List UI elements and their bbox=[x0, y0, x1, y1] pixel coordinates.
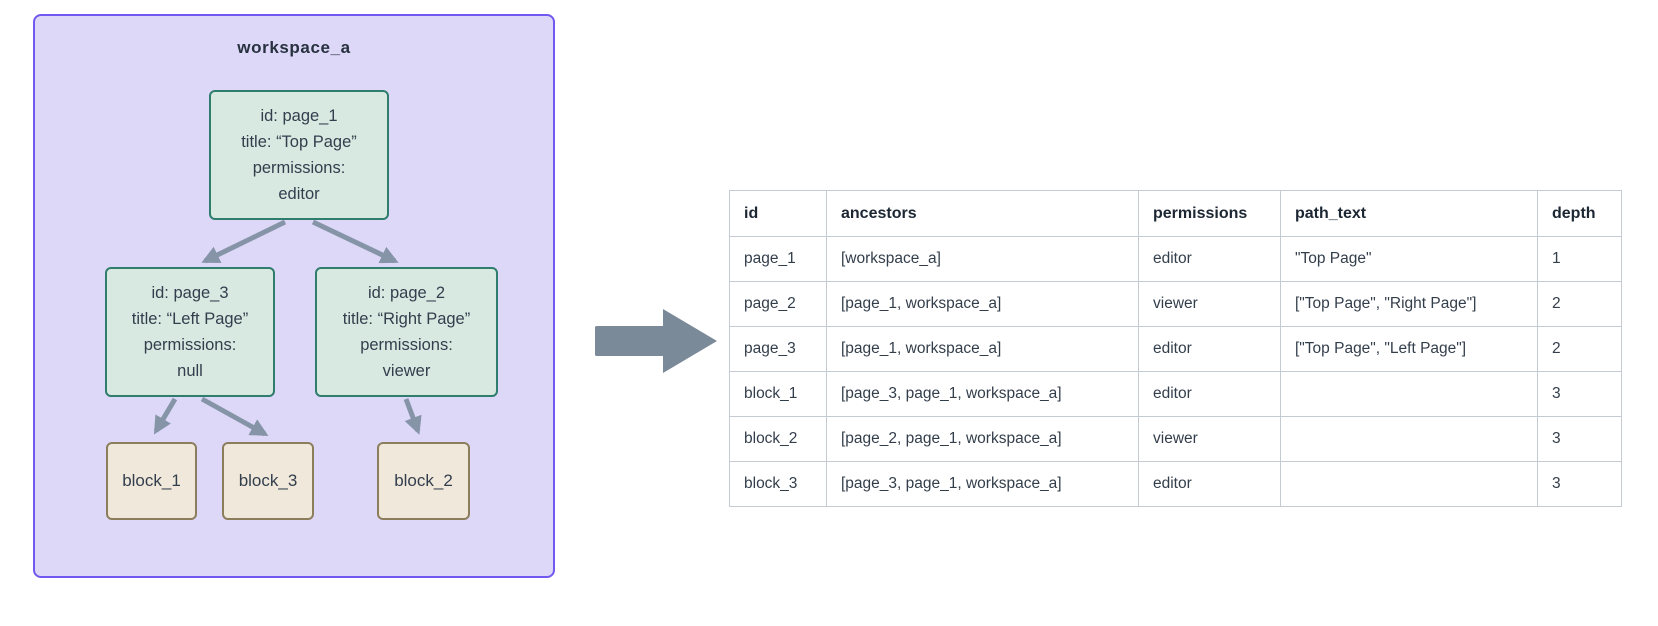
cell-ancestors: [page_2, page_1, workspace_a] bbox=[826, 416, 1139, 462]
column-header-depth: depth bbox=[1537, 190, 1622, 237]
cell-permissions: viewer bbox=[1138, 416, 1281, 462]
cell-depth: 3 bbox=[1537, 461, 1622, 507]
cell-path-text: "Top Page" bbox=[1280, 236, 1538, 282]
node-page-2-permissions-key: permissions: bbox=[360, 336, 453, 354]
column-header-id: id bbox=[729, 190, 827, 237]
node-page-1-id: id: page_1 bbox=[260, 107, 338, 125]
node-block-1-label: block_1 bbox=[122, 471, 181, 490]
edge-page3-block3-arrow-icon bbox=[200, 396, 269, 437]
edge-page2-block2-arrow-icon bbox=[403, 398, 422, 435]
cell-id: page_2 bbox=[729, 281, 827, 327]
cell-id: block_1 bbox=[729, 371, 827, 417]
result-table: id ancestors permissions path_text depth… bbox=[729, 190, 1622, 507]
cell-path-text: ["Top Page", "Left Page"] bbox=[1280, 326, 1538, 372]
workspace-label: workspace_a bbox=[237, 38, 351, 57]
cell-depth: 2 bbox=[1537, 326, 1622, 372]
node-page-3: id: page_3 title: “Left Page” permission… bbox=[105, 267, 275, 397]
cell-permissions: viewer bbox=[1138, 281, 1281, 327]
cell-permissions: editor bbox=[1138, 371, 1281, 417]
cell-path-text: ["Top Page", "Right Page"] bbox=[1280, 281, 1538, 327]
node-page-1-title: title: “Top Page” bbox=[241, 133, 357, 151]
cell-id: block_2 bbox=[729, 416, 827, 462]
cell-ancestors: [page_3, page_1, workspace_a] bbox=[826, 461, 1139, 507]
table-row: block_1 [page_3, page_1, workspace_a] ed… bbox=[729, 371, 1622, 417]
node-block-1: block_1 bbox=[106, 442, 197, 520]
cell-id: page_3 bbox=[729, 326, 827, 372]
table-row: block_3 [page_3, page_1, workspace_a] ed… bbox=[729, 461, 1622, 507]
cell-ancestors: [page_1, workspace_a] bbox=[826, 326, 1139, 372]
node-page-3-permissions-key: permissions: bbox=[143, 336, 237, 354]
table-row: page_1 [workspace_a] editor "Top Page" 1 bbox=[729, 236, 1622, 282]
node-page-2: id: page_2 title: “Right Page” permissio… bbox=[315, 267, 498, 397]
node-block-2: block_2 bbox=[377, 442, 470, 520]
node-block-3-label: block_3 bbox=[238, 471, 298, 490]
node-page-3-id: id: page_3 bbox=[151, 284, 229, 302]
cell-permissions: editor bbox=[1138, 236, 1281, 282]
cell-ancestors: [page_1, workspace_a] bbox=[826, 281, 1139, 327]
column-header-path-text: path_text bbox=[1280, 190, 1538, 237]
table-header-row: id ancestors permissions path_text depth bbox=[729, 190, 1622, 237]
cell-ancestors: [workspace_a] bbox=[826, 236, 1139, 282]
node-page-3-title: title: “Left Page” bbox=[131, 310, 249, 328]
node-page-2-id: id: page_2 bbox=[367, 284, 446, 302]
column-header-permissions: permissions bbox=[1138, 190, 1281, 237]
node-block-2-label: block_2 bbox=[394, 471, 453, 490]
cell-path-text bbox=[1280, 461, 1538, 507]
node-page-1-permissions-value: editor bbox=[278, 185, 320, 203]
cell-depth: 3 bbox=[1537, 416, 1622, 462]
node-page-2-title: title: “Right Page” bbox=[342, 310, 471, 328]
node-page-1: id: page_1 title: “Top Page” permissions… bbox=[209, 90, 389, 220]
cell-permissions: editor bbox=[1138, 461, 1281, 507]
table-row: page_3 [page_1, workspace_a] editor ["To… bbox=[729, 326, 1622, 372]
edge-page3-block1-arrow-icon bbox=[153, 397, 178, 435]
cell-depth: 2 bbox=[1537, 281, 1622, 327]
cell-id: block_3 bbox=[729, 461, 827, 507]
column-header-ancestors: ancestors bbox=[826, 190, 1139, 237]
edge-page1-page2-arrow-icon bbox=[311, 219, 399, 264]
cell-permissions: editor bbox=[1138, 326, 1281, 372]
workspace-container: workspace_a id: page_1 title: “Top Page”… bbox=[33, 14, 555, 578]
table-row: block_2 [page_2, page_1, workspace_a] vi… bbox=[729, 416, 1622, 462]
cell-depth: 1 bbox=[1537, 236, 1622, 282]
cell-id: page_1 bbox=[729, 236, 827, 282]
node-page-2-permissions-value: viewer bbox=[382, 362, 431, 380]
table-row: page_2 [page_1, workspace_a] viewer ["To… bbox=[729, 281, 1622, 327]
cell-depth: 3 bbox=[1537, 371, 1622, 417]
edge-page1-page3-arrow-icon bbox=[201, 219, 287, 264]
cell-ancestors: [page_3, page_1, workspace_a] bbox=[826, 371, 1139, 417]
node-page-3-permissions-value: null bbox=[177, 362, 203, 380]
cell-path-text bbox=[1280, 371, 1538, 417]
node-page-1-permissions-key: permissions: bbox=[252, 159, 346, 177]
node-block-3: block_3 bbox=[222, 442, 314, 520]
transform-arrow-icon bbox=[595, 309, 717, 373]
cell-path-text bbox=[1280, 416, 1538, 462]
